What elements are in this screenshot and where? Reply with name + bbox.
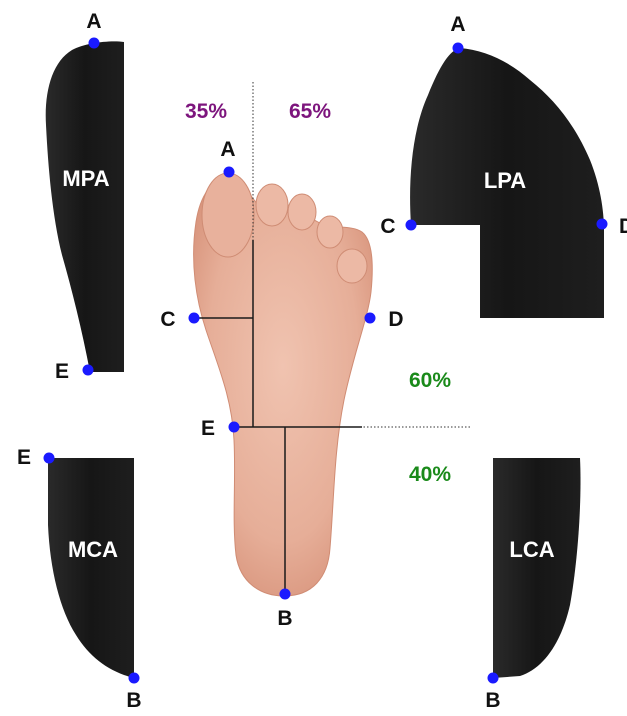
toe-fourth [317,216,343,248]
mca-panel: MCA E B [17,446,142,711]
foot-point-d-label: D [388,308,403,331]
mpa-shape [46,41,124,372]
lca-label: LCA [509,537,554,562]
toe-third [288,194,316,230]
lca-point-b-label: B [485,689,500,711]
toe-second [256,184,288,226]
mca-point-e-marker [44,453,55,464]
front-length-percent: 60% [409,369,451,392]
lateral-width-percent: 65% [289,100,331,123]
mca-point-b-label: B [126,689,141,711]
mpa-panel: MPA A E [46,10,124,383]
mca-label: MCA [68,537,118,562]
foot-point-e-marker [229,422,240,433]
foot-point-b-marker [280,589,291,600]
foot-point-e-label: E [201,417,215,440]
foot-point-a-label: A [220,138,235,161]
mpa-point-e-label: E [55,360,69,383]
mca-point-e-label: E [17,446,31,469]
mpa-label: MPA [62,166,109,191]
foot-point-d-marker [365,313,376,324]
lpa-label: LPA [484,168,526,193]
mpa-point-e-marker [83,365,94,376]
foot-point-c-marker [189,313,200,324]
lpa-panel: LPA A C D [380,13,627,318]
lpa-point-d-marker [597,219,608,230]
foot-point-b-label: B [277,607,292,630]
mca-shape [48,458,134,678]
rear-length-percent: 40% [409,463,451,486]
lca-shape [493,458,581,678]
lca-point-b-marker [488,673,499,684]
medial-width-percent: 35% [185,100,227,123]
lpa-point-a-label: A [450,13,465,36]
toe-big [202,173,254,257]
lpa-point-c-marker [406,220,417,231]
mpa-point-a-marker [89,38,100,49]
lpa-point-c-label: C [380,215,395,238]
toe-fifth [337,249,367,283]
mpa-point-a-label: A [86,10,101,33]
mca-point-b-marker [129,673,140,684]
lca-panel: LCA B [485,458,580,711]
lpa-point-d-label: D [619,215,627,238]
lpa-point-a-marker [453,43,464,54]
foot-illustration [194,173,373,596]
foot-point-a-marker [224,167,235,178]
foot-point-c-label: C [160,308,175,331]
